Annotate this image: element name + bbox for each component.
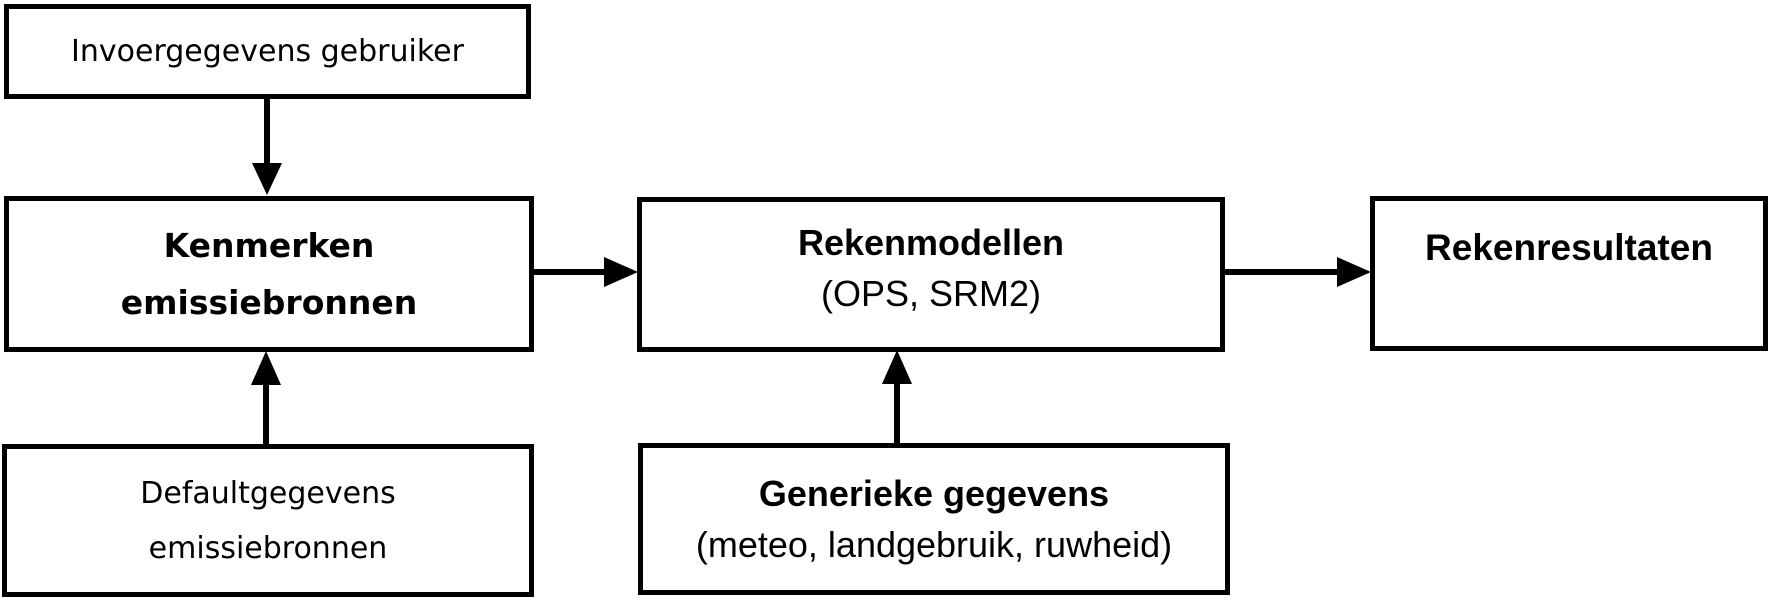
arrowhead-up-icon: [882, 350, 912, 384]
box-sublabel: (OPS, SRM2): [820, 272, 1042, 314]
box-label: Rekenresultaten: [1425, 227, 1713, 268]
arrow-kenmerken-to-rekenmodellen: [534, 257, 638, 287]
arrowhead-up-icon: [251, 351, 281, 385]
arrow-rekenmodellen-to-rekenresultaten: [1225, 257, 1371, 287]
box-label: Generieke gegevens: [758, 473, 1110, 514]
box-invoergegevens-gebruiker: Invoergegevens gebruiker: [4, 4, 531, 99]
box-defaultgegevens-emissiebronnen: Defaultgegevens emissiebronnen: [2, 444, 534, 597]
arrowhead-right-icon: [604, 257, 638, 287]
arrow-defaultgegevens-to-kenmerken: [251, 351, 281, 444]
box-label-line1: Defaultgegevens: [140, 475, 396, 511]
arrowhead-down-icon: [252, 163, 282, 195]
box-label: Invoergegevens gebruiker: [71, 34, 464, 69]
box-rekenmodellen: Rekenmodellen (OPS, SRM2): [637, 197, 1225, 352]
arrow-invoergegevens-to-kenmerken: [252, 98, 282, 195]
arrow-generieke-to-rekenmodellen: [882, 350, 912, 443]
box-label-line2: emissiebronnen: [120, 283, 418, 322]
box-label-line1: Kenmerken: [163, 226, 375, 265]
box-generieke-gegevens: Generieke gegevens (meteo, landgebruik, …: [638, 443, 1230, 595]
box-label-line2: emissiebronnen: [148, 530, 388, 566]
box-sublabel: (meteo, landgebruik, ruwheid): [695, 524, 1173, 565]
arrowhead-right-icon: [1337, 257, 1371, 287]
box-label: Rekenmodellen: [797, 221, 1065, 263]
box-rekenresultaten: Rekenresultaten: [1370, 196, 1768, 351]
box-kenmerken-emissiebronnen: Kenmerken emissiebronnen: [4, 196, 534, 352]
